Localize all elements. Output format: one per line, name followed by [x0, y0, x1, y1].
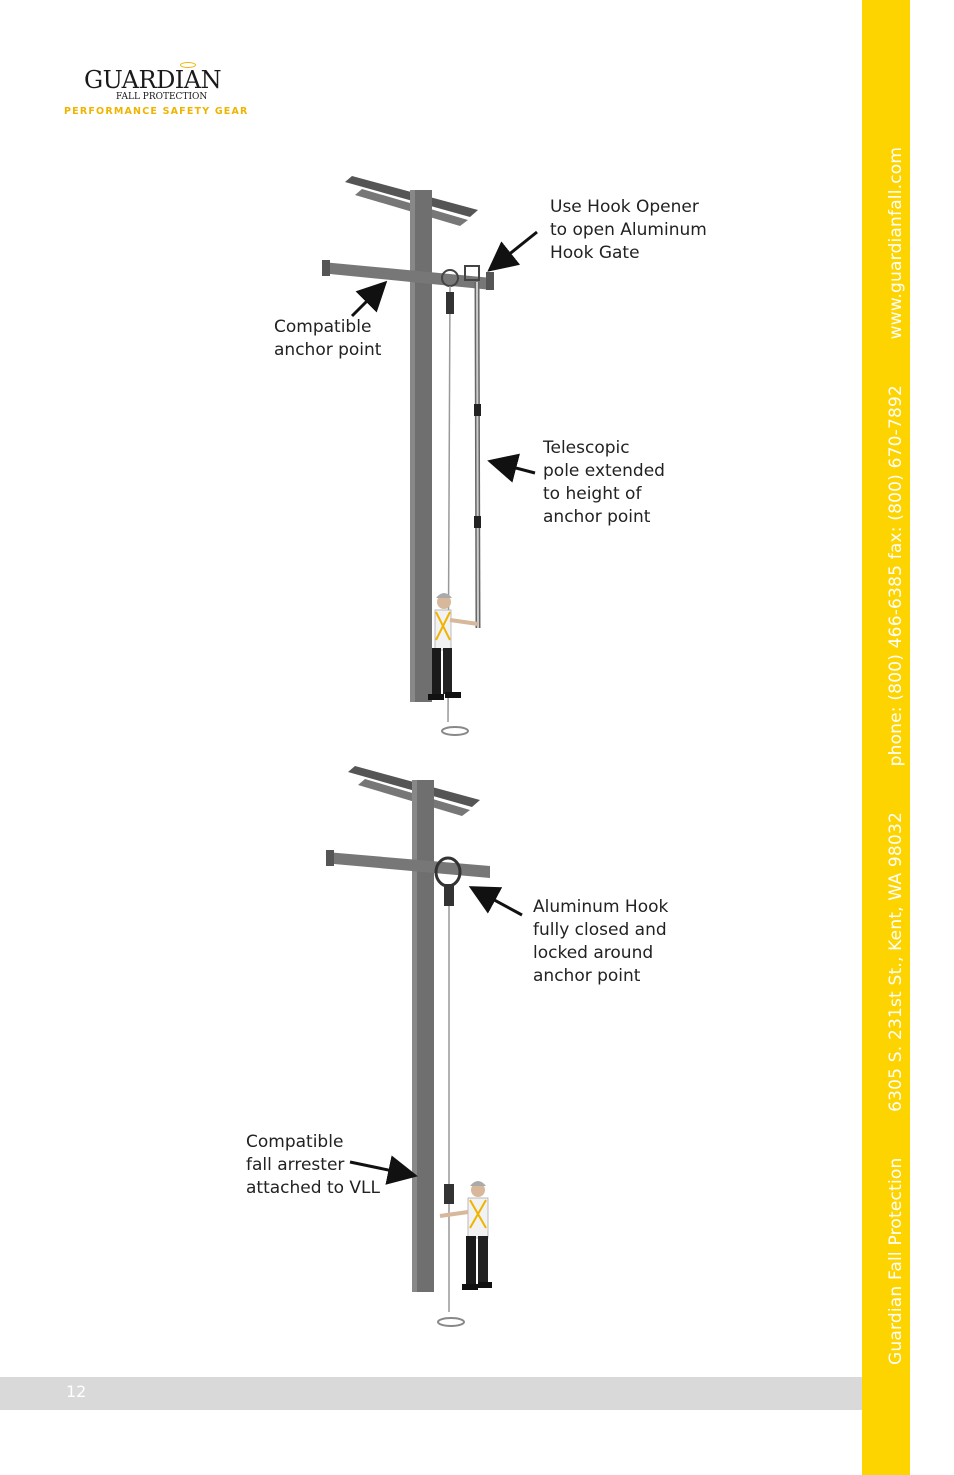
label-fall-arrester: Compatible fall arrester attached to VLL	[246, 1132, 380, 1198]
worker-figure	[428, 593, 479, 700]
arrow-hook-closed	[468, 886, 523, 917]
arrow-hook-opener	[487, 230, 538, 272]
contact-sidebar	[862, 0, 910, 1475]
footer-bar	[0, 1377, 862, 1410]
sidebar-company: Guardian Fall Protection	[886, 1157, 906, 1365]
arrow-anchor-point	[350, 280, 388, 318]
halo-icon	[180, 62, 196, 68]
figure-2-pole	[326, 766, 492, 1327]
arrow-fall-arrester	[349, 1155, 418, 1185]
sidebar-phone: phone: (800) 466-6385 fax: (800) 670-789…	[886, 384, 906, 767]
page-number: 12	[66, 1382, 87, 1401]
logo-name: GUARDIAN	[84, 66, 222, 94]
worker-figure-2	[439, 1181, 492, 1290]
label-hook-opener: Use Hook Opener to open Aluminum Hook Ga…	[550, 197, 707, 263]
figure-1-pole	[322, 176, 494, 736]
guardian-logo: GUARDIAN FALL PROTECTION PERFORMANCE SAF…	[64, 62, 247, 122]
label-telescopic-pole: Telescopic pole extended to height of an…	[543, 438, 665, 527]
sidebar-address: 6305 S. 231st St., Kent, WA 98032	[886, 812, 906, 1112]
sidebar-website[interactable]: www.guardianfall.com	[886, 146, 906, 340]
label-anchor-point: Compatible anchor point	[274, 317, 382, 360]
sidebar-contact-text: Guardian Fall Protection 6305 S. 231st S…	[886, 107, 906, 1365]
logo-subtitle: FALL PROTECTION	[116, 92, 208, 102]
label-hook-closed: Aluminum Hook fully closed and locked ar…	[533, 897, 669, 986]
pole-illustrations	[322, 176, 538, 1327]
logo-tagline: PERFORMANCE SAFETY GEAR	[64, 106, 249, 117]
arrow-telescopic	[487, 453, 536, 483]
